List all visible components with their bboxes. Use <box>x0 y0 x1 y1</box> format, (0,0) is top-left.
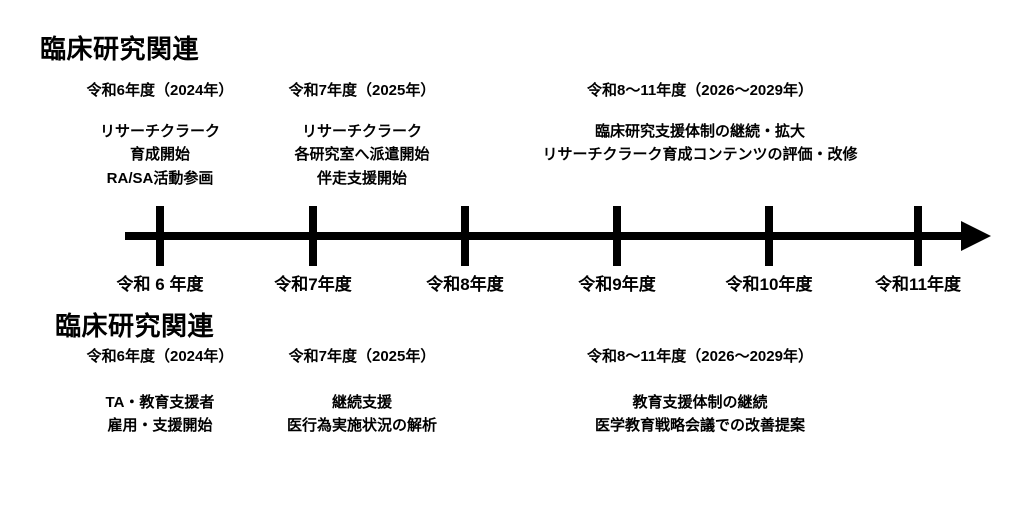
axis-tick-label-4: 令和10年度 <box>725 275 813 294</box>
timeline-arrow-icon <box>961 221 991 251</box>
period-label-top-0: 令和6年度（2024年） <box>86 82 234 99</box>
content-line: RA/SA活動参画 <box>106 169 214 187</box>
content-line: TA・教育支援者 <box>105 394 215 411</box>
content-block-top-1: リサーチクラーク 各研究室へ派遣開始 伴走支援開始 <box>294 120 429 190</box>
content-line: 臨床研究支援体制の継続・拡大 <box>594 123 806 140</box>
axis-tick-label-5: 令和11年度 <box>875 275 961 294</box>
timeline-tick-0 <box>156 206 164 266</box>
axis-tick-label-1: 令和7年度 <box>274 275 352 294</box>
timeline-tick-3 <box>613 206 621 266</box>
timeline-tick-4 <box>765 206 773 266</box>
content-line: 継続支援 <box>331 394 393 411</box>
content-line: リサーチクラーク育成コンテンツの評価・改修 <box>542 146 858 164</box>
content-line: 教育支援体制の継続 <box>632 394 768 411</box>
period-label-top-1: 令和7年度（2025年） <box>288 82 436 99</box>
timeline-tick-1 <box>309 206 317 266</box>
content-line: 雇用・支援開始 <box>107 417 213 435</box>
content-line: 育成開始 <box>129 146 191 164</box>
content-line: 医学教育戦略会議での改善提案 <box>594 417 806 435</box>
content-line: 伴走支援開始 <box>316 169 408 187</box>
axis-tick-label-0: 令和 6 年度 <box>116 275 204 294</box>
period-label-bottom-1: 令和7年度（2025年） <box>288 348 436 365</box>
content-block-top-0: リサーチクラーク 育成開始 RA/SA活動参画 <box>100 120 220 190</box>
axis-tick-label-2: 令和8年度 <box>426 275 504 294</box>
content-line: リサーチクラーク <box>301 123 423 140</box>
axis-tick-label-3: 令和9年度 <box>578 275 656 294</box>
content-block-bottom-0: TA・教育支援者 雇用・支援開始 <box>106 391 215 438</box>
content-block-top-2: 臨床研究支援体制の継続・拡大 リサーチクラーク育成コンテンツの評価・改修 <box>542 120 857 167</box>
timeline-tick-2 <box>461 206 469 266</box>
period-label-top-2: 令和8〜11年度（2026〜2029年） <box>587 82 813 99</box>
content-line: 医行為実施状況の解析 <box>286 417 438 435</box>
content-line: リサーチクラーク <box>99 123 221 140</box>
section-heading-top: 臨床研究関連 <box>40 34 200 64</box>
period-label-bottom-0: 令和6年度（2024年） <box>86 348 234 365</box>
content-block-bottom-2: 教育支援体制の継続 医学教育戦略会議での改善提案 <box>595 391 805 438</box>
timeline-tick-5 <box>914 206 922 266</box>
timeline-axis-line <box>125 232 983 240</box>
content-line: 各研究室へ派遣開始 <box>294 146 430 164</box>
section-heading-bottom: 臨床研究関連 <box>55 311 215 341</box>
content-block-bottom-1: 継続支援 医行為実施状況の解析 <box>287 391 437 438</box>
period-label-bottom-2: 令和8〜11年度（2026〜2029年） <box>587 348 813 365</box>
